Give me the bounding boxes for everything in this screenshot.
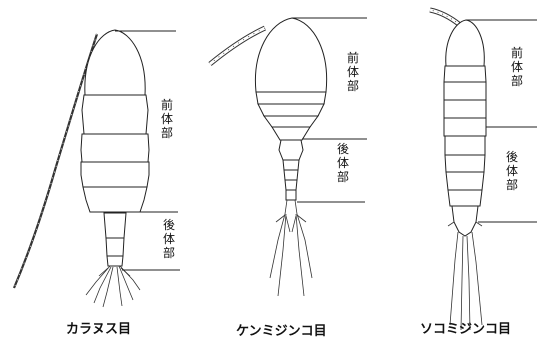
harpacticoida-segment-3 [444, 100, 486, 118]
calanoida-setae [86, 266, 140, 307]
harpacticoida-segment-6 [445, 155, 485, 172]
cyclopoida-urosome-5 [286, 190, 296, 200]
calanoida-urosome-label: 後体部 [162, 218, 176, 260]
cyclopoida-segment-1 [256, 92, 326, 104]
calanoida-segment-1 [82, 95, 148, 134]
cyclopoida-setae [270, 200, 312, 296]
harpacticoida-segment-2 [444, 82, 486, 100]
calanoida-segment-3 [81, 162, 149, 187]
cyclopoida-urosome-2 [283, 160, 299, 170]
cyclopoida-prosome-label: 前体部 [346, 51, 360, 93]
calanoida-segment-4 [83, 187, 147, 212]
calanoida-urosome-3 [107, 256, 123, 266]
harpacticoida-head [446, 20, 485, 66]
harpacticoida-segment-8 [448, 190, 482, 206]
calanoida-segment-2 [81, 134, 149, 162]
calanoida-urosome-1 [104, 213, 126, 238]
cyclopoida-cephalothorax [255, 18, 326, 92]
cyclopoida-caption: ケンミジンコ目 [236, 320, 327, 339]
cyclopoida-segment-3 [264, 116, 318, 127]
harpacticoida-segment-7 [446, 172, 484, 190]
cyclopoida-segment-4 [272, 127, 310, 140]
calanoida-prosome-label: 前体部 [160, 98, 174, 140]
harpacticoida-prosome-label: 前体部 [510, 46, 524, 88]
harpacticoida-segment-4 [444, 118, 486, 136]
cyclopoida-segment-2 [258, 104, 324, 116]
harpacticoida-setae [448, 222, 482, 330]
cyclopoida-urosome-3 [284, 170, 298, 180]
cyclopoida-urosome-4 [285, 180, 297, 190]
harpacticoida-urosome-label: 後体部 [505, 150, 519, 192]
cyclopoida-illustration [210, 18, 327, 296]
harpacticoida-segment-1 [444, 66, 486, 82]
harpacticoida-anal-segment [452, 206, 478, 236]
harpacticoida-illustration [430, 10, 486, 330]
calanoida-illustration [14, 30, 149, 307]
cyclopoida-urosome-label: 後体部 [336, 142, 350, 184]
cyclopoida-urosome-1 [279, 140, 303, 160]
harpacticoida-caption: ソコミジンコ目 [420, 318, 511, 337]
calanoida-head [85, 30, 145, 95]
calanoida-urosome-2 [106, 238, 124, 256]
calanoida-caption: カラヌス目 [66, 318, 131, 337]
harpacticoida-segment-5 [445, 136, 485, 155]
